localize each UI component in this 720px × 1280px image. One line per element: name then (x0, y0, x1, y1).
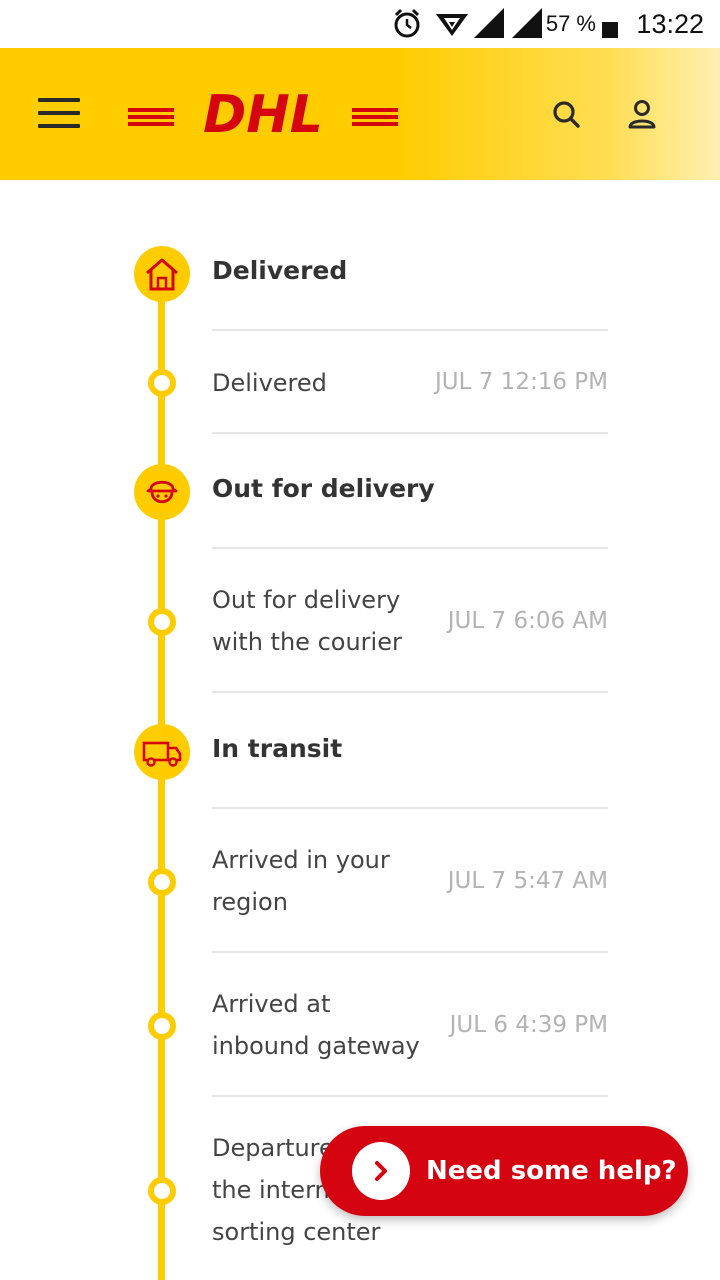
clock: 13:22 (636, 8, 704, 39)
signal-icon (474, 8, 504, 38)
event-time: JUL 7 5:47 AM (447, 868, 608, 894)
event-text: Arrived at inbound gateway (212, 990, 420, 1060)
event-time: JUL 6 4:39 PM (449, 1012, 608, 1038)
timeline-dot (148, 1012, 176, 1040)
divider (212, 1095, 608, 1097)
divider (212, 951, 608, 953)
need-help-button[interactable]: Need some help? (320, 1126, 688, 1216)
divider (212, 807, 608, 809)
chevron-right-icon (352, 1142, 410, 1200)
svg-text:DHL: DHL (203, 85, 323, 144)
divider (212, 432, 608, 434)
timeline-dot (148, 868, 176, 896)
courier-icon (134, 464, 190, 520)
event-time: JUL 7 12:16 PM (435, 369, 608, 395)
truck-icon (134, 724, 190, 780)
wifi-icon (436, 14, 468, 36)
stage-title: Out for delivery (212, 474, 435, 503)
event-text: Out for delivery with the courier (212, 586, 402, 656)
help-label: Need some help? (426, 1156, 677, 1186)
divider (212, 329, 608, 331)
stage-title: In transit (212, 734, 343, 763)
divider (212, 691, 608, 693)
divider (212, 547, 608, 549)
dhl-logo[interactable]: DHL (126, 84, 400, 144)
search-icon[interactable] (548, 96, 584, 132)
app-header: DHL (0, 48, 720, 180)
timeline-dot (148, 608, 176, 636)
event-text: Delivered (212, 369, 327, 397)
battery-icon (602, 22, 618, 38)
event-text: Arrived in your region (212, 846, 390, 916)
signal-icon (512, 8, 542, 38)
menu-icon[interactable] (38, 98, 80, 130)
timeline-dot (148, 369, 176, 397)
timeline-dot (148, 1177, 176, 1205)
alarm-icon (394, 8, 420, 38)
user-icon[interactable] (624, 96, 660, 132)
status-bar: 57 % 13:22 (0, 0, 720, 48)
house-icon (134, 246, 190, 302)
stage-title: Delivered (212, 256, 348, 285)
battery-percent: 57 % (545, 11, 596, 36)
event-time: JUL 7 6:06 AM (447, 608, 608, 634)
